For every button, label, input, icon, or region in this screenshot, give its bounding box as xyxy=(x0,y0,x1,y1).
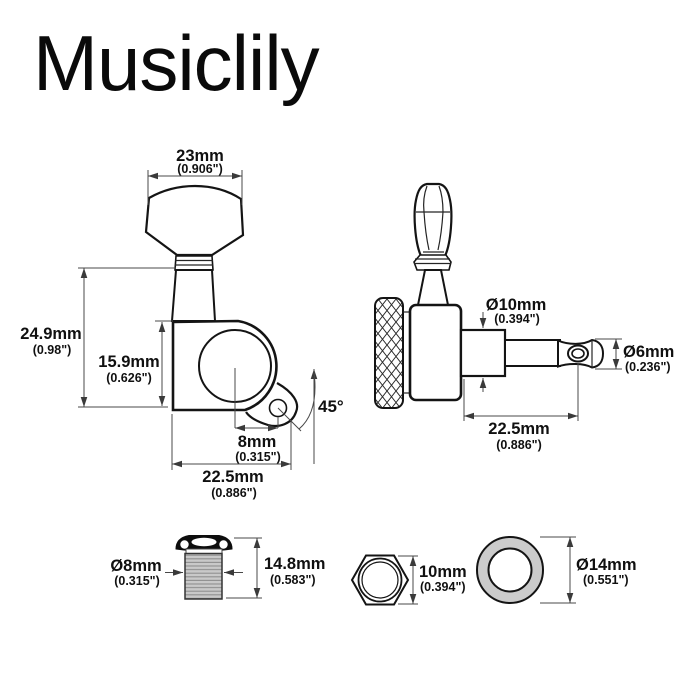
svg-text:(0.906"): (0.906") xyxy=(177,162,223,176)
button-stem-front xyxy=(170,269,217,322)
dim-bushing-height: 14.8mm (0.583") xyxy=(226,537,325,599)
dim-washer-diameter: Ø14mm (0.551") xyxy=(540,536,637,604)
post-shoulder xyxy=(459,328,507,378)
svg-text:(0.551"): (0.551") xyxy=(583,573,629,587)
dim-screw-hole-offset: 8mm (0.315") xyxy=(234,368,281,464)
dim-bushing-diameter: Ø8mm (0.315") xyxy=(110,557,243,588)
svg-text:(0.394"): (0.394") xyxy=(494,312,540,326)
string-post xyxy=(504,339,561,367)
dim-housing-height: 15.9mm (0.626") xyxy=(98,320,173,406)
button-stem-side xyxy=(416,269,450,306)
dim-post-length: 22.5mm (0.886") xyxy=(463,363,579,452)
svg-text:Ø10mm: Ø10mm xyxy=(486,296,547,314)
gear-housing-side xyxy=(408,303,463,402)
svg-text:15.9mm: 15.9mm xyxy=(98,353,159,371)
dim-shoulder-diameter: Ø10mm (0.394") xyxy=(479,296,547,392)
svg-text:(0.886"): (0.886") xyxy=(496,438,542,452)
side-view: Ø10mm (0.394") Ø6mm (0.236") 22.5mm (0.8… xyxy=(374,182,674,452)
knurled-wheel xyxy=(374,297,404,409)
dim-button-width: 23mm (0.906") xyxy=(147,147,243,205)
svg-text:(0.315"): (0.315") xyxy=(114,574,160,588)
dim-overall-height: 24.9mm (0.98") xyxy=(20,267,176,408)
svg-text:Ø8mm: Ø8mm xyxy=(110,557,161,575)
svg-text:(0.98"): (0.98") xyxy=(33,343,72,357)
hex-nut-body xyxy=(350,554,410,606)
hex-nut: 10mm (0.394") xyxy=(350,554,467,606)
svg-text:45°: 45° xyxy=(318,397,344,416)
dim-string-post-diameter: Ø6mm (0.236") xyxy=(595,338,674,374)
svg-text:23mm: 23mm xyxy=(176,147,224,165)
svg-text:10mm: 10mm xyxy=(419,563,467,581)
brand-logo: Musiclily xyxy=(33,19,320,107)
svg-text:8mm: 8mm xyxy=(238,433,277,451)
svg-text:(0.394"): (0.394") xyxy=(420,580,466,594)
svg-text:(0.626"): (0.626") xyxy=(106,371,152,385)
button-collar-side xyxy=(413,254,452,271)
string-hole-inner xyxy=(571,348,585,359)
button-collar-front xyxy=(174,255,214,271)
front-view: 23mm (0.906") 24.9mm (0.98") 15.9mm (0.6… xyxy=(20,147,344,500)
screw-tab xyxy=(245,382,299,428)
svg-text:Ø6mm: Ø6mm xyxy=(623,343,674,361)
svg-text:(0.886"): (0.886") xyxy=(211,486,257,500)
svg-text:(0.583"): (0.583") xyxy=(270,573,316,587)
svg-text:(0.315"): (0.315") xyxy=(235,450,281,464)
tuner-button-front xyxy=(144,184,245,257)
svg-text:22.5mm: 22.5mm xyxy=(488,420,549,438)
bushing-threads xyxy=(184,552,223,600)
svg-text:22.5mm: 22.5mm xyxy=(202,468,263,486)
tuner-button-side xyxy=(413,182,453,261)
washer-inner xyxy=(487,547,533,593)
svg-text:(0.236"): (0.236") xyxy=(625,360,671,374)
svg-text:Ø14mm: Ø14mm xyxy=(576,556,637,574)
dim-tab-angle: 45° xyxy=(277,369,344,464)
button-facets xyxy=(416,185,450,253)
dim-hex-nut-size: 10mm (0.394") xyxy=(398,555,467,605)
washer: Ø14mm (0.551") xyxy=(476,536,637,604)
svg-text:14.8mm: 14.8mm xyxy=(264,555,325,573)
svg-text:24.9mm: 24.9mm xyxy=(20,325,81,343)
bushing: Ø8mm (0.315") 14.8mm (0.583") xyxy=(110,535,325,600)
dim-overall-width: 22.5mm (0.886") xyxy=(171,414,292,500)
